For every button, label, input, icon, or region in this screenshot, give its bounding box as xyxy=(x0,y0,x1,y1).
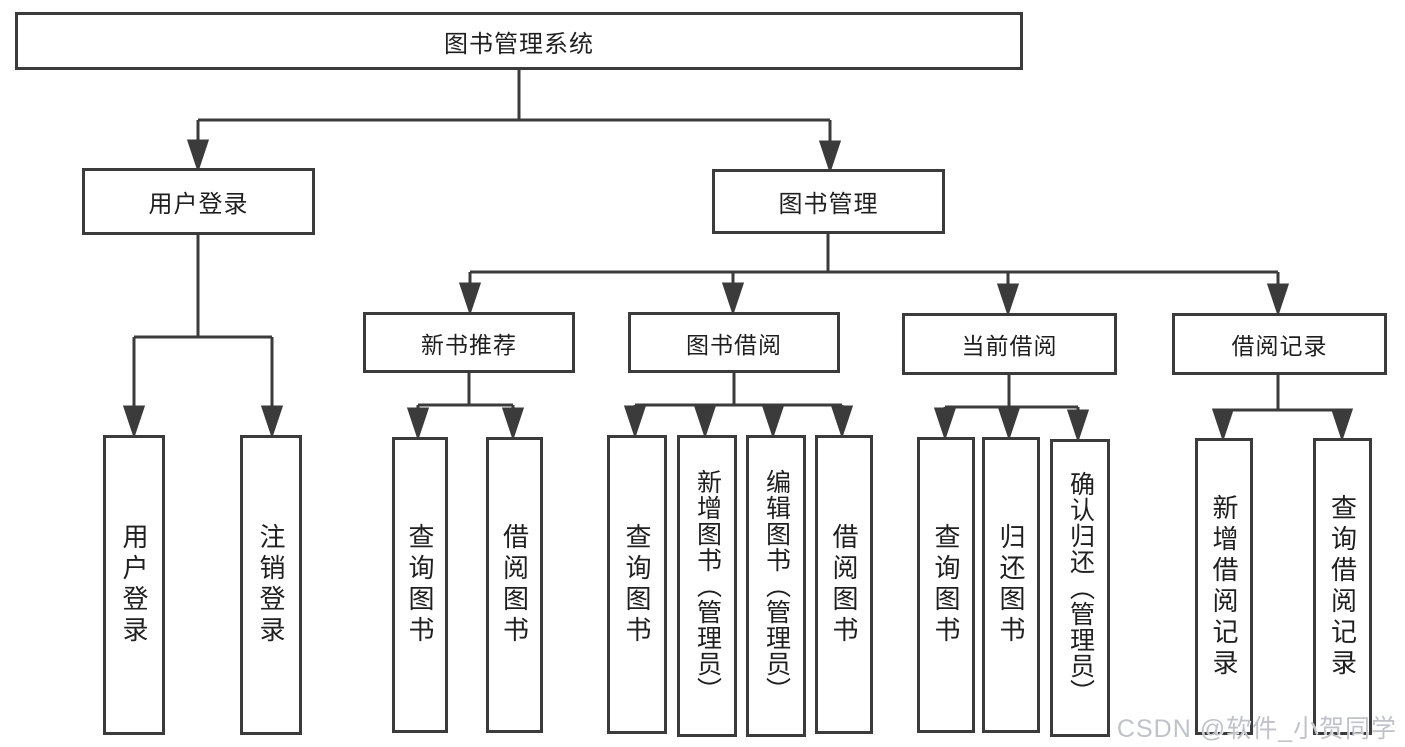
leaf-borrow-query-books-label: 查询图书 xyxy=(622,522,652,647)
leaf-record-add: 新增借阅记录 xyxy=(1195,438,1253,735)
node-borrow-record-label: 借阅记录 xyxy=(1231,333,1328,359)
book-mgmt-connectors xyxy=(458,234,1290,317)
leaf-newrec-query-books: 查询图书 xyxy=(392,437,448,733)
node-book-borrow: 图书借阅 xyxy=(628,312,840,373)
leaf-borrow-add-books-label: 新增图书（管理员） xyxy=(693,469,722,703)
node-root-label: 图书管理系统 xyxy=(444,30,594,58)
node-root: 图书管理系统 xyxy=(15,12,1023,70)
leaf-current-confirm-return-label: 确认归还（管理员） xyxy=(1066,471,1095,705)
leaf-current-return-books: 归还图书 xyxy=(982,437,1040,733)
leaf-current-query-books-label: 查询图书 xyxy=(931,523,961,647)
leaf-user-login: 用户登录 xyxy=(103,435,165,735)
leaf-current-return-books-label: 归还图书 xyxy=(996,523,1026,647)
node-user-login-label: 用户登录 xyxy=(148,191,249,218)
node-current-borrow-label: 当前借阅 xyxy=(961,333,1058,359)
node-new-book-rec: 新书推荐 xyxy=(363,312,575,373)
node-new-book-rec-label: 新书推荐 xyxy=(421,331,517,358)
leaf-record-add-label: 新增借阅记录 xyxy=(1209,493,1239,680)
leaf-borrow-edit-books: 编辑图书（管理员） xyxy=(746,435,806,737)
leaf-newrec-borrow-books-label: 借阅图书 xyxy=(499,523,530,647)
node-book-mgmt: 图书管理 xyxy=(712,169,945,234)
node-user-login: 用户登录 xyxy=(82,168,315,235)
csdn-watermark: CSDN @软件_小贺同学 xyxy=(1116,715,1397,743)
leaf-user-login-label: 用户登录 xyxy=(119,523,149,647)
leaf-borrow-query-books: 查询图书 xyxy=(607,435,667,734)
root-connectors xyxy=(186,70,842,174)
leaf-borrow-add-books: 新增图书（管理员） xyxy=(677,435,737,737)
leaf-current-confirm-return: 确认归还（管理员） xyxy=(1050,439,1110,737)
borrow-record-connectors xyxy=(1211,375,1354,442)
leaf-newrec-borrow-books: 借阅图书 xyxy=(486,437,543,733)
book-borrow-connectors xyxy=(623,373,854,439)
leaf-logout: 注销登录 xyxy=(240,435,302,735)
node-book-borrow-label: 图书借阅 xyxy=(686,331,782,358)
leaf-logout-label: 注销登录 xyxy=(256,523,286,647)
node-current-borrow: 当前借阅 xyxy=(902,313,1117,375)
node-borrow-record: 借阅记录 xyxy=(1172,313,1387,375)
leaf-borrow-borrow-books: 借阅图书 xyxy=(815,435,873,734)
leaf-record-query: 查询借阅记录 xyxy=(1313,438,1372,735)
leaf-newrec-query-books-label: 查询图书 xyxy=(405,523,435,647)
current-borrow-connectors xyxy=(933,375,1090,443)
leaf-borrow-borrow-books-label: 借阅图书 xyxy=(829,522,859,647)
node-book-mgmt-label: 图书管理 xyxy=(778,191,879,218)
user-login-connectors xyxy=(122,235,284,439)
leaf-record-query-label: 查询借阅记录 xyxy=(1327,493,1358,680)
leaf-borrow-edit-books-label: 编辑图书（管理员） xyxy=(762,469,791,703)
new-book-rec-connectors xyxy=(406,373,525,441)
leaf-current-query-books: 查询图书 xyxy=(917,437,975,733)
